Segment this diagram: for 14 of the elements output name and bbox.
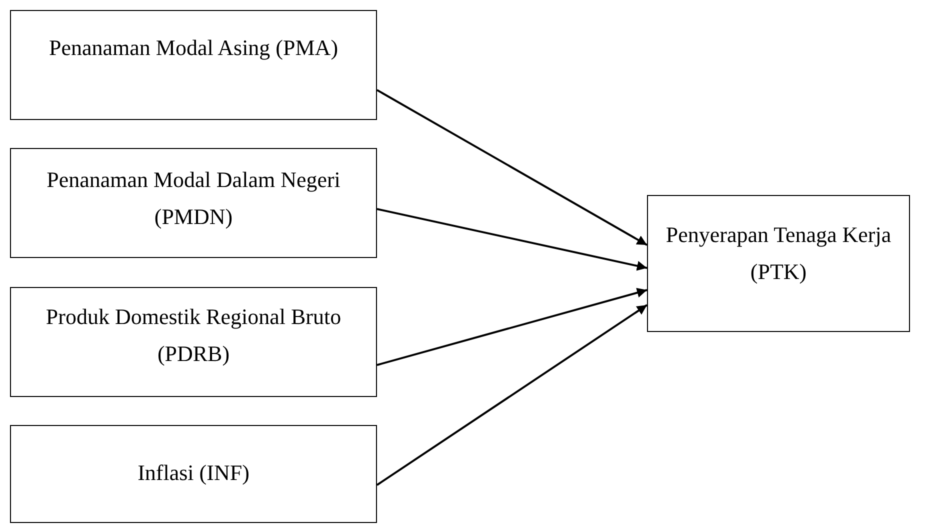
variable-box (10, 148, 377, 258)
arrow (376, 288, 648, 366)
variable-name: Penanaman Modal Dalam Negeri (PMDN) (46, 166, 342, 231)
variable-box (10, 425, 377, 523)
variable-box (647, 195, 910, 332)
variable-name: Penyerapan Tenaga Kerja (PTK) (664, 221, 892, 286)
arrow (376, 304, 648, 486)
arrow (376, 89, 648, 246)
variable-box (10, 10, 377, 120)
variable-box (10, 287, 377, 397)
variable-name: Produk Domestik Regional Bruto (PDRB) (44, 303, 342, 368)
arrow (376, 208, 648, 271)
variable-name: Inflasi (INF) (138, 459, 250, 487)
variable-name: Penanaman Modal Asing (PMA) (48, 34, 338, 62)
